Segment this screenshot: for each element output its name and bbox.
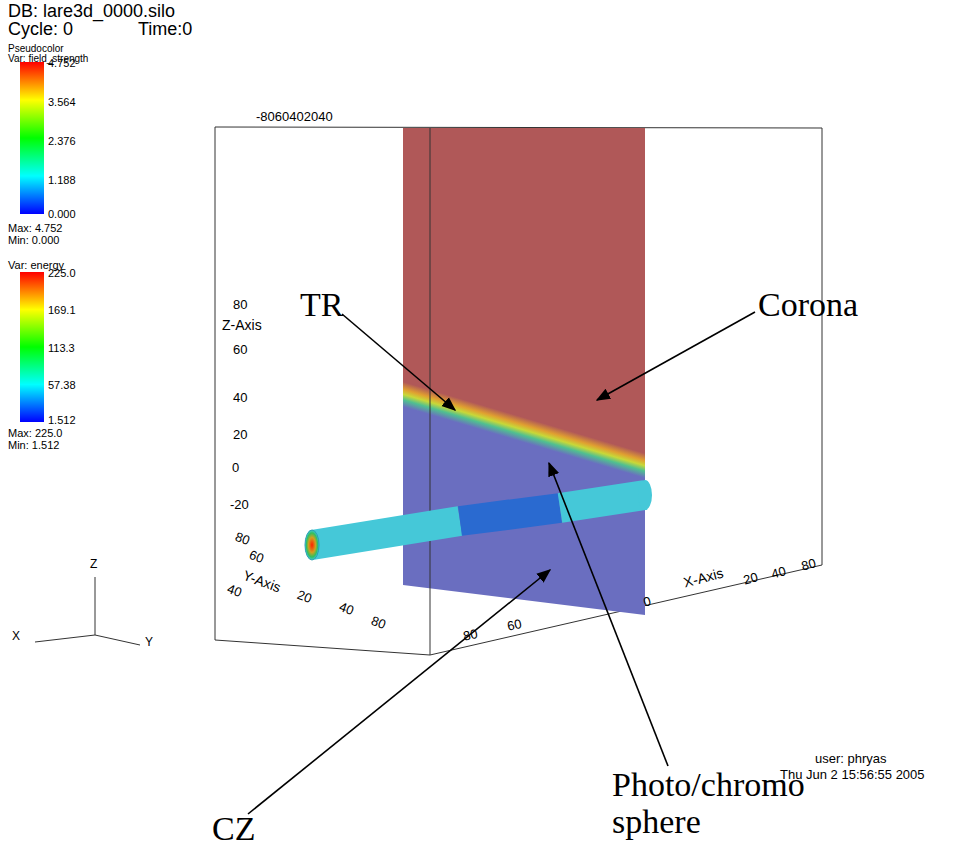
colorbar-tick: 113.3 bbox=[48, 342, 75, 354]
bounding-box bbox=[215, 127, 822, 655]
axis-tick: 80 bbox=[233, 298, 247, 312]
colorbar-tick: 4.752 bbox=[48, 57, 76, 69]
axis-tick: 40 bbox=[337, 600, 355, 618]
colorbar-tick: 2.376 bbox=[48, 135, 76, 147]
axis-tick: 20 bbox=[295, 588, 313, 606]
axis-tick: 60 bbox=[233, 343, 247, 357]
user-info: user: phryas bbox=[815, 752, 887, 766]
axis-tick: 60 bbox=[506, 617, 523, 634]
axis-tick: -8060402040 bbox=[256, 110, 333, 124]
database-name: DB: lare3d_0000.silo bbox=[8, 2, 175, 22]
axis-tick: 20 bbox=[742, 570, 760, 588]
axis-tick: 40 bbox=[233, 391, 247, 405]
axis-tick: 40 bbox=[770, 564, 788, 582]
axis-tick: 80 bbox=[369, 614, 387, 632]
region-annotation: CZ bbox=[212, 810, 255, 847]
axis-tick: 60 bbox=[247, 548, 265, 566]
time-label: Time:0 bbox=[138, 20, 192, 40]
triad-label: Y bbox=[145, 636, 153, 649]
colorbar-tick: 225.0 bbox=[48, 267, 76, 279]
axis-tick: 20 bbox=[233, 428, 247, 442]
plot-type: Pseudocolor bbox=[8, 43, 64, 54]
colorbar-tick: 57.38 bbox=[48, 379, 76, 391]
colorbar-tick: 169.1 bbox=[48, 304, 76, 316]
axis-triad bbox=[35, 577, 140, 645]
axis-title: X-Axis bbox=[682, 566, 725, 591]
axis-tick: 80 bbox=[800, 556, 818, 574]
energy-colorbar bbox=[20, 272, 44, 422]
slice-plane bbox=[403, 128, 645, 615]
axis-tick: 80 bbox=[462, 627, 479, 644]
min-value: Min: 1.512 bbox=[8, 439, 59, 451]
axis-title: Z-Axis bbox=[222, 318, 262, 333]
colorbar-tick: 1.512 bbox=[48, 414, 76, 426]
colorbar-tick: 0.000 bbox=[48, 208, 76, 220]
triad-label: X bbox=[12, 630, 20, 643]
flux-tube bbox=[305, 480, 652, 560]
axis-tick: 0 bbox=[232, 461, 239, 475]
max-value: Max: 4.752 bbox=[8, 222, 62, 234]
colorbar-tick: 1.188 bbox=[48, 174, 76, 186]
axis-tick: 40 bbox=[225, 582, 243, 600]
triad-label: Z bbox=[90, 558, 97, 571]
colorbar-tick: 3.564 bbox=[48, 96, 76, 108]
max-value: Max: 225.0 bbox=[8, 427, 62, 439]
region-annotation: Photo/chromo sphere bbox=[612, 766, 842, 841]
field-strength-colorbar bbox=[20, 62, 44, 214]
box-edge bbox=[430, 128, 431, 655]
leader-lines bbox=[248, 312, 755, 814]
axis-title: Y-Axis bbox=[241, 568, 283, 596]
cycle-label: Cycle: 0 bbox=[8, 20, 73, 40]
axis-tick: -20 bbox=[230, 498, 249, 512]
region-annotation: TR bbox=[300, 286, 343, 323]
region-annotation: Corona bbox=[758, 286, 858, 323]
min-value: Min: 0.000 bbox=[8, 234, 59, 246]
axis-tick: 80 bbox=[233, 530, 251, 548]
